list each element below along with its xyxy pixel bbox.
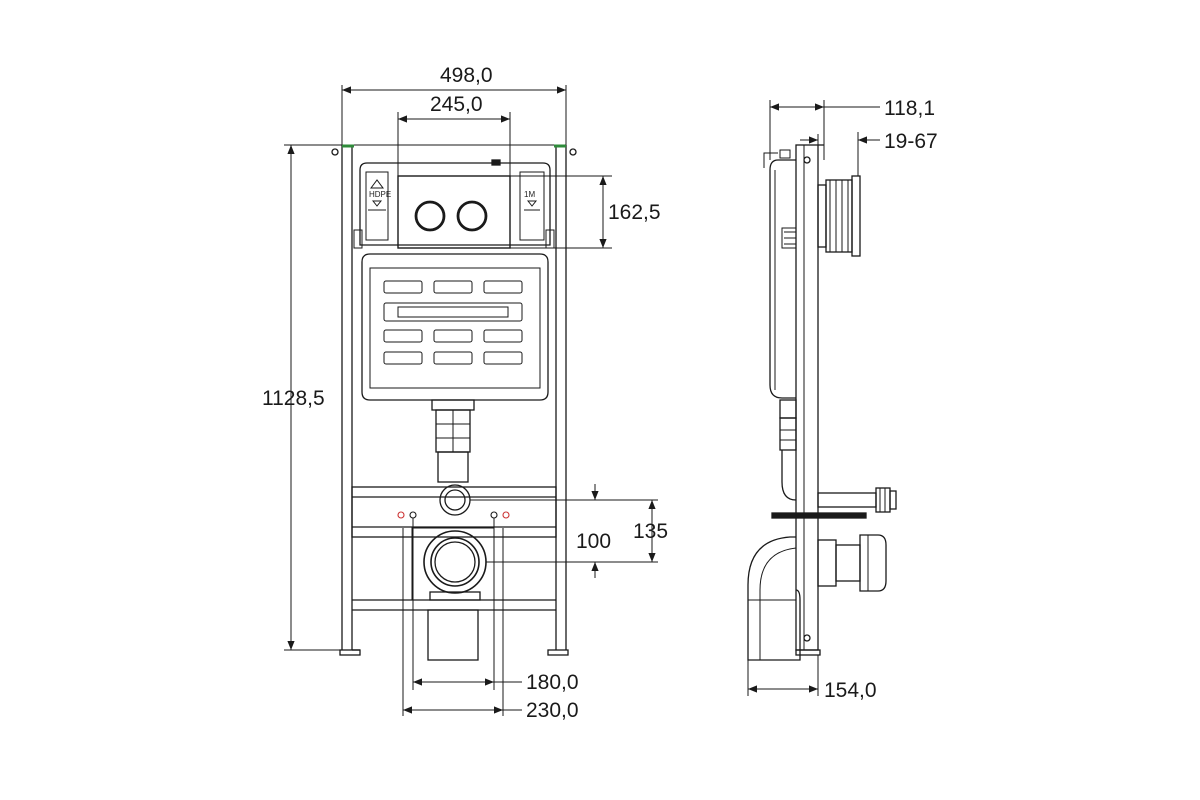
dim-button-plate-width: 245,0: [430, 93, 483, 116]
dim-outlet-frame-width: 230,0: [526, 699, 579, 722]
dim-wall-range: 19-67: [884, 130, 938, 153]
dim-total-depth: 154,0: [824, 679, 877, 702]
dim-total-width: 498,0: [440, 64, 493, 87]
dim-drain-to-outlet: 100: [576, 530, 611, 553]
cistern-body: [361, 253, 549, 401]
dim-button-plate-height: 162,5: [608, 201, 661, 224]
dim-plate-depth: 118,1: [884, 97, 935, 120]
front-view: [284, 85, 658, 716]
dim-anchor-spacing: 180,0: [526, 671, 579, 694]
dim-total-height: 1128,5: [262, 387, 325, 410]
material-mark-right: 1M: [524, 190, 535, 199]
flush-pipe: [431, 399, 475, 516]
material-mark-left: HDPE: [369, 190, 391, 199]
side-dimension-lines: [747, 100, 880, 696]
side-frame: [795, 144, 824, 656]
side-outlet-bend: [747, 534, 887, 661]
side-cistern: [763, 149, 797, 399]
cistern-top: [353, 159, 555, 249]
side-flush-pipe: [779, 399, 897, 513]
side-view: [747, 100, 897, 696]
outlet: [411, 527, 495, 661]
side-actuator: [817, 175, 861, 257]
dim-feed-to-outlet: 135: [633, 520, 668, 543]
front-dimension-lines: [284, 85, 658, 716]
floor-plate: [771, 512, 867, 519]
